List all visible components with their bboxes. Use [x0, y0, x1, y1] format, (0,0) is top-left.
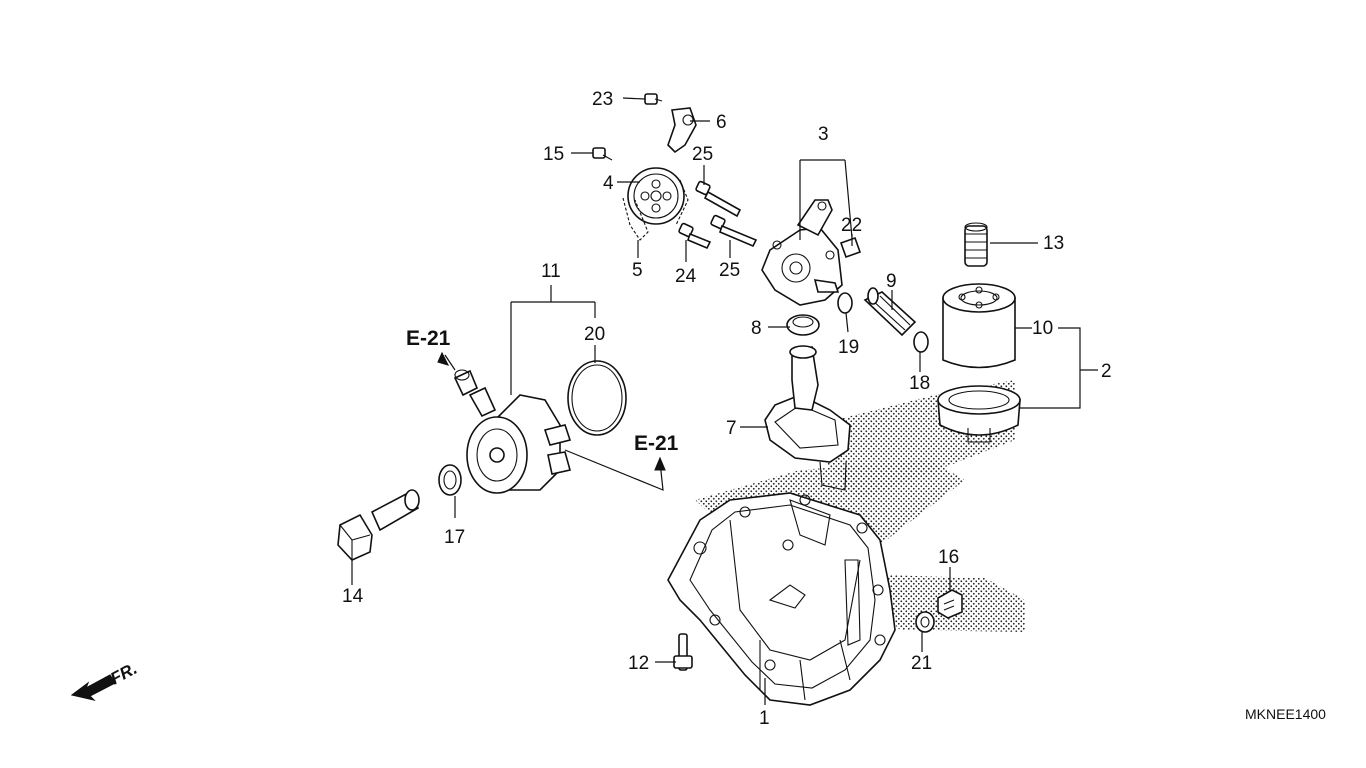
drain-bolt [937, 589, 963, 619]
callout-16: 16 [938, 547, 959, 568]
oil-filter [942, 283, 1016, 369]
reference-e21-bottom: E-21 [634, 432, 679, 455]
o-ring-19 [837, 292, 853, 314]
oil-pan [667, 492, 896, 706]
callout-13: 13 [1043, 233, 1064, 254]
callout-11: 11 [541, 261, 561, 282]
callout-14: 14 [342, 586, 364, 607]
arrow-e21-top [437, 351, 450, 366]
filter-nipple [964, 222, 988, 267]
callout-21: 21 [911, 653, 932, 674]
relief-valve [863, 287, 917, 337]
cooler-o-ring [567, 360, 627, 436]
callout-7: 7 [726, 418, 737, 439]
filter-cap-wrench [937, 385, 1021, 443]
seal-ring [786, 314, 820, 336]
callout-20: 20 [584, 324, 605, 345]
callout-15: 15 [543, 144, 564, 165]
drive-chain [622, 179, 689, 241]
leader-lines [351, 97, 1098, 705]
drain-washer [915, 611, 935, 633]
callout-25-lower: 25 [719, 260, 740, 281]
callout-24: 24 [675, 266, 697, 287]
drawing-code: MKNEE1400 [1245, 706, 1326, 722]
callout-17: 17 [444, 527, 465, 548]
bolt-25-upper [695, 180, 742, 218]
callout-25-upper: 25 [692, 144, 713, 165]
oil-strainer [764, 345, 851, 491]
callout-23: 23 [592, 89, 613, 110]
callout-1: 1 [759, 708, 770, 729]
bolt-24 [678, 222, 712, 250]
callout-4: 4 [603, 173, 614, 194]
oil-cooler [453, 369, 572, 494]
dowel-pin [839, 236, 862, 259]
bolt-25-lower [710, 214, 758, 248]
callout-3: 3 [818, 124, 829, 145]
bolt-15 [592, 147, 613, 161]
sealing-washer-17 [438, 464, 462, 496]
o-ring-18 [913, 331, 929, 353]
oil-pump-sprocket [627, 167, 685, 225]
callout-19: 19 [838, 337, 859, 358]
oil-pump [761, 199, 843, 306]
center-bolt [337, 489, 420, 561]
callout-12: 12 [628, 653, 649, 674]
callout-5: 5 [632, 260, 643, 281]
callout-8: 8 [751, 318, 762, 339]
callout-2: 2 [1101, 361, 1112, 382]
callout-9: 9 [886, 271, 897, 292]
callout-10: 10 [1032, 318, 1053, 339]
callout-labels: 23 6 3 15 25 4 22 13 5 24 25 11 9 8 10 2… [342, 89, 1112, 729]
callout-22: 22 [841, 215, 862, 236]
pan-bolt [673, 633, 693, 671]
guide-plate [667, 107, 697, 154]
callout-18: 18 [909, 373, 930, 394]
arrow-e21-bottom [654, 456, 666, 471]
callout-6: 6 [716, 112, 727, 133]
front-arrow-icon [70, 674, 116, 701]
bolt-23 [644, 93, 663, 105]
reference-e21-top: E-21 [406, 327, 451, 350]
